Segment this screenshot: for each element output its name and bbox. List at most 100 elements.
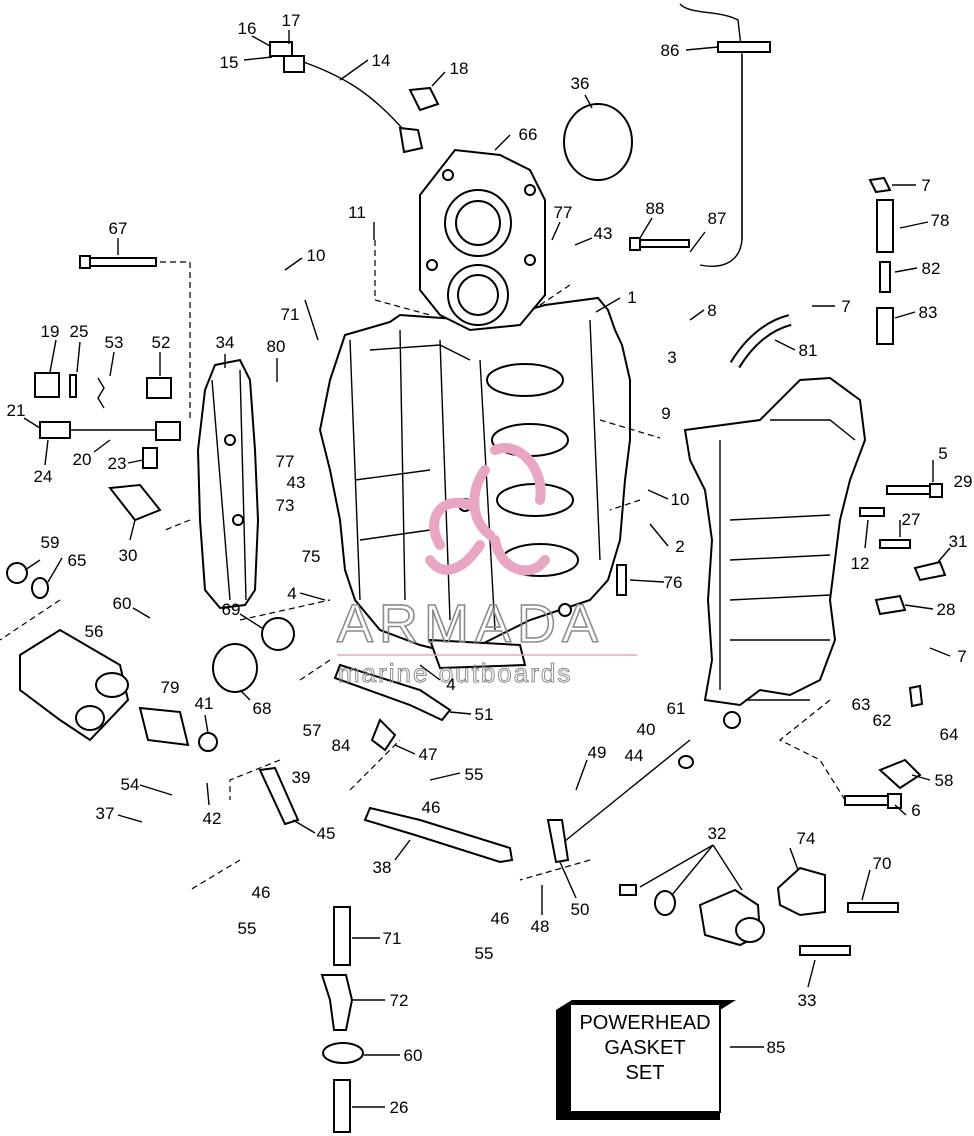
- part-label-26: 26: [390, 1098, 409, 1117]
- part-label-63: 63: [852, 695, 871, 714]
- part-label-88: 88: [646, 199, 665, 218]
- part-label-18: 18: [450, 59, 469, 78]
- part-label-62: 62: [873, 711, 892, 730]
- seal-ring: [563, 103, 633, 181]
- part-label-72: 72: [390, 991, 409, 1010]
- sensor-wire: [269, 41, 440, 154]
- watermark-logo-mark: [425, 443, 550, 576]
- part-label-55: 55: [238, 919, 257, 938]
- bolt-67: [79, 255, 157, 269]
- part-label-82: 82: [922, 259, 941, 278]
- part-label-77: 77: [276, 452, 295, 471]
- gasket-box-line1: POWERHEAD: [579, 1012, 710, 1034]
- part-label-48: 48: [531, 917, 550, 936]
- part-label-68: 68: [253, 699, 272, 718]
- part-label-83: 83: [919, 303, 938, 322]
- part-label-44: 44: [625, 746, 644, 765]
- part-label-67: 67: [109, 219, 128, 238]
- part-label-24: 24: [34, 467, 53, 486]
- exhaust-housing: [683, 376, 867, 707]
- part-label-41: 41: [195, 694, 214, 713]
- part-label-4: 4: [446, 675, 455, 694]
- part-label-50: 50: [571, 900, 590, 919]
- part-label-49: 49: [588, 743, 607, 762]
- part-label-10: 10: [307, 246, 326, 265]
- part-label-65: 65: [68, 551, 87, 570]
- part-label-77: 77: [554, 203, 573, 222]
- part-label-69: 69: [222, 600, 241, 619]
- part-label-79: 79: [161, 678, 180, 697]
- part-label-16: 16: [238, 19, 257, 38]
- part-label-10: 10: [671, 490, 690, 509]
- part-label-17: 17: [282, 11, 301, 30]
- part-label-46: 46: [252, 883, 271, 902]
- part-label-71: 71: [281, 305, 300, 324]
- right-column-fittings: [868, 176, 894, 345]
- part-label-46: 46: [491, 909, 510, 928]
- part-label-76: 76: [664, 573, 683, 592]
- part-label-78: 78: [931, 211, 950, 230]
- part-label-39: 39: [292, 768, 311, 787]
- part-label-42: 42: [203, 809, 222, 828]
- side-cover: [196, 358, 260, 610]
- part-label-86: 86: [661, 41, 680, 60]
- part-label-14: 14: [372, 51, 391, 70]
- part-label-74: 74: [797, 829, 816, 848]
- part-label-1: 1: [627, 288, 636, 307]
- hose-fittings-column: [320, 906, 364, 1133]
- part-label-7: 7: [957, 647, 966, 666]
- bolts: [616, 237, 943, 809]
- part-label-60: 60: [113, 594, 132, 613]
- part-label-59: 59: [41, 533, 60, 552]
- grommet-59: [6, 562, 28, 584]
- part-label-20: 20: [73, 450, 92, 469]
- part-label-4: 4: [287, 584, 296, 603]
- starter-solenoid: [19, 617, 295, 752]
- left-fittings: [34, 372, 181, 522]
- part-label-47: 47: [419, 745, 438, 764]
- part-label-61: 61: [667, 699, 686, 718]
- part-label-36: 36: [571, 74, 590, 93]
- part-label-64: 64: [940, 725, 959, 744]
- oring-65: [31, 577, 49, 599]
- part-label-15: 15: [220, 53, 239, 72]
- part-label-19: 19: [41, 322, 60, 341]
- part-label-7: 7: [841, 297, 850, 316]
- part-label-21: 21: [7, 401, 26, 420]
- label-leaders: [23, 30, 951, 1108]
- part-label-70: 70: [873, 854, 892, 873]
- part-label-71: 71: [383, 929, 402, 948]
- part-label-34: 34: [216, 333, 235, 352]
- part-label-37: 37: [96, 804, 115, 823]
- part-label-80: 80: [267, 337, 286, 356]
- part-label-43: 43: [287, 473, 306, 492]
- part-label-43: 43: [594, 224, 613, 243]
- part-label-7: 7: [921, 176, 930, 195]
- part-label-38: 38: [373, 858, 392, 877]
- watermark-brand: ARMADA: [337, 594, 604, 654]
- part-label-8: 8: [707, 301, 716, 320]
- part-label-54: 54: [121, 775, 140, 794]
- part-label-87: 87: [708, 209, 727, 228]
- part-label-5: 5: [938, 444, 947, 463]
- part-label-66: 66: [519, 125, 538, 144]
- part-label-81: 81: [799, 341, 818, 360]
- part-label-75: 75: [302, 547, 321, 566]
- part-label-28: 28: [937, 600, 956, 619]
- part-label-46: 46: [422, 798, 441, 817]
- part-label-23: 23: [108, 454, 127, 473]
- part-label-9: 9: [661, 404, 670, 423]
- fuel-hose: [679, 3, 771, 267]
- part-label-6: 6: [911, 801, 920, 820]
- part-label-25: 25: [70, 322, 89, 341]
- cylinder-head-plate: [419, 148, 546, 332]
- dashed-leaders: [0, 240, 846, 891]
- part-label-45: 45: [317, 824, 336, 843]
- part-label-3: 3: [667, 348, 676, 367]
- part-label-29: 29: [954, 472, 973, 491]
- part-label-51: 51: [475, 705, 494, 724]
- part-label-33: 33: [798, 991, 817, 1010]
- part-label-27: 27: [902, 510, 921, 529]
